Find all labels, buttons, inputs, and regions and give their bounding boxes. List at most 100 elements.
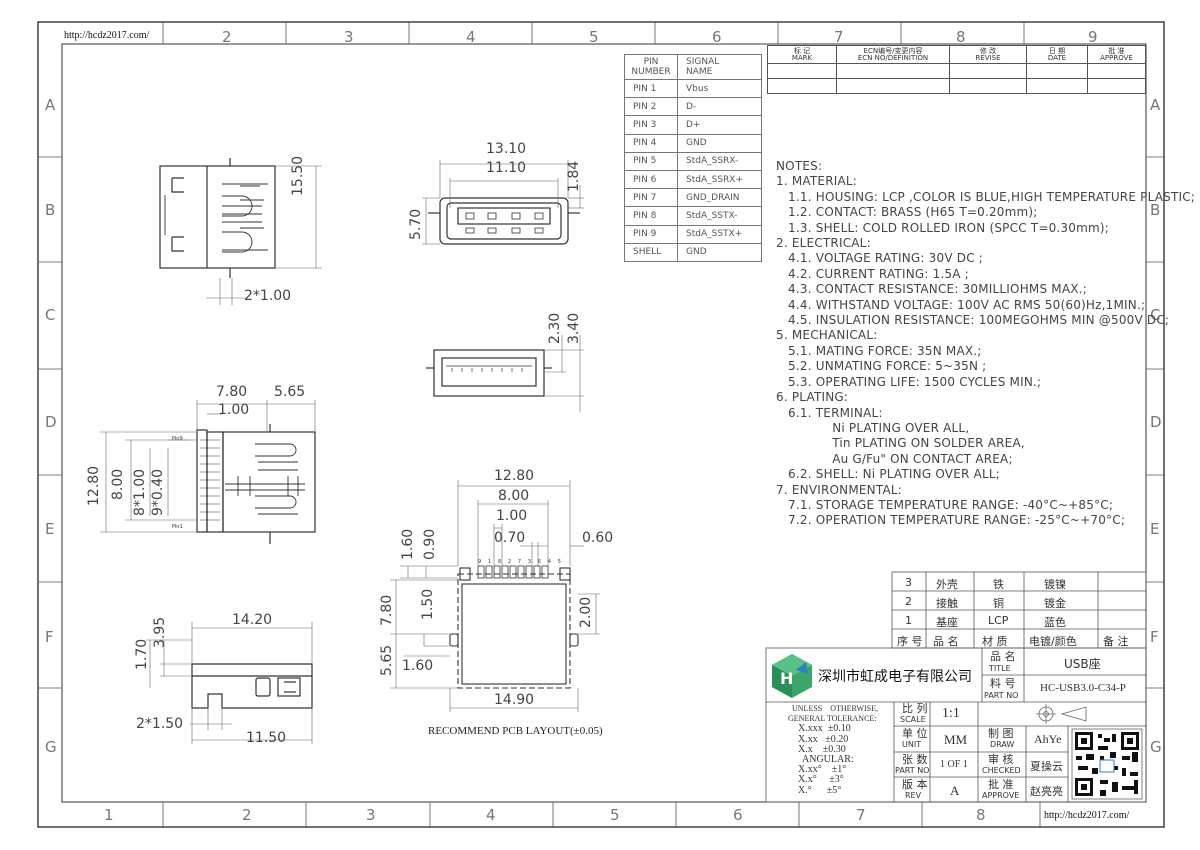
top-view — [159, 158, 322, 305]
signal-name: GND — [677, 242, 762, 262]
bom-cell: 镀镍 — [1044, 578, 1066, 591]
signal-header: NAME — [686, 67, 713, 77]
dimension-label: 2*1.50 — [136, 716, 184, 732]
dimension-label: 12.80 — [86, 465, 102, 506]
bom-cell: 接触 — [936, 597, 958, 610]
dimension-label: 5.65 — [274, 384, 306, 400]
zone-col-bottom: 8 — [976, 806, 986, 824]
zone-col-top: 9 — [1088, 28, 1098, 46]
rear-view — [426, 335, 584, 412]
zone-col-top: 3 — [344, 28, 354, 46]
zone-col-top: 4 — [466, 28, 476, 46]
pin-number: PIN 1 — [624, 78, 678, 99]
notes-line: Ni PLATING OVER ALL, — [776, 420, 970, 435]
zone-col-top: 8 — [956, 28, 966, 46]
notes-line: 4.4. WITHSTAND VOLTAGE: 100V AC RMS 50(6… — [776, 297, 1146, 312]
rev-value: A — [950, 783, 960, 798]
dimension-label: 5.65 — [379, 644, 395, 676]
tolerance-line: GENERAL TOLERANCE: — [788, 714, 877, 724]
dimension-label: 8.00 — [498, 488, 530, 504]
dimension-label: 1.50 — [420, 588, 436, 620]
revision-approve-header: APPROVE — [1100, 53, 1133, 62]
bom-cell: 铜 — [993, 597, 1004, 610]
part-label-cn: 料 号 — [990, 677, 1016, 690]
rev-label-en: REV — [905, 791, 922, 800]
bom-cell: 1 — [905, 614, 912, 627]
bom-cell: 铁 — [993, 578, 1004, 591]
notes-line: 6.1. TERMINAL: — [776, 405, 883, 420]
pin-header: NUMBER — [631, 67, 671, 77]
zone-row-right: G — [1150, 738, 1162, 756]
pin-number: PIN 4 — [624, 133, 678, 153]
rev-label-cn: 版 本 — [902, 778, 928, 791]
company-name: 深圳市虹成电子有限公司 — [818, 669, 972, 685]
notes-line: 5.3. OPERATING LIFE: 1500 CYCLES MIN.; — [776, 374, 1042, 389]
approve-value: 赵亮亮 — [1030, 785, 1063, 798]
zone-row-left: D — [45, 413, 57, 431]
bom-header-cell: 备 注 — [1103, 635, 1129, 648]
zone-row-left: E — [45, 520, 55, 538]
tolerance-line: ANGULAR: — [802, 754, 854, 766]
bom-cell: 蓝色 — [1044, 616, 1066, 629]
sheet-label-cn: 张 数 — [902, 753, 928, 766]
zone-row-left: B — [45, 201, 56, 219]
unit-label-en: UNIT — [902, 740, 922, 749]
zone-col-bottom: 2 — [242, 806, 252, 824]
signal-name: GND — [677, 133, 762, 153]
revision-date-header: DATE — [1047, 53, 1067, 62]
tolerance-line: X.xx ±0.20 — [798, 733, 849, 745]
zone-col-top: 5 — [589, 28, 599, 46]
pin-mark: Pin1 — [172, 524, 183, 530]
signal-name: StdA_SSRX+ — [677, 169, 762, 190]
dimension-label: 0.90 — [422, 528, 438, 560]
bom-cell: 镀金 — [1044, 597, 1066, 610]
signal-name: StdA_SSTX+ — [677, 224, 762, 244]
zone-col-bottom: 4 — [486, 806, 496, 824]
dimension-label: 7.80 — [379, 594, 395, 626]
notes-line: 6. PLATING: — [776, 390, 849, 405]
pin-number: PIN 8 — [624, 206, 678, 226]
approve-label-en: APPROVE — [982, 791, 1020, 800]
tolerance-line: UNLESS OTHERWISE, — [792, 704, 878, 713]
dimension-label: 14.20 — [232, 612, 273, 628]
tolerance-line: X.xx° ±1° — [798, 764, 847, 776]
dimension-label: 9*0.40 — [150, 468, 166, 516]
url-bottom[interactable]: http://hcdz2017.com/ — [1044, 810, 1130, 821]
draw-value: AhYe — [1034, 732, 1062, 746]
zone-row-left: F — [45, 628, 54, 646]
notes-line: 1.1. HOUSING: LCP ,COLOR IS BLUE,HIGH TE… — [776, 189, 1196, 204]
sheet-label-en: PART NO — [895, 766, 930, 775]
signal-name: D- — [677, 97, 762, 117]
zone-col-top: 6 — [712, 28, 722, 46]
unit-label-cn: 单 位 — [902, 727, 928, 740]
dimension-label: 3.95 — [152, 616, 168, 648]
bom-cell: 基座 — [936, 616, 958, 629]
notes-line: 5.2. UNMATING FORCE: 5~35N ; — [776, 359, 987, 374]
notes-line: 1.3. SHELL: COLD ROLLED IRON (SPCC T=0.3… — [776, 220, 1109, 235]
dimension-label: 12.80 — [494, 468, 535, 484]
url-top[interactable]: http://hcdz2017.com/ — [64, 30, 150, 41]
zone-col-bottom: 5 — [610, 806, 620, 824]
dimension-label: 11.50 — [246, 730, 287, 746]
sheet-value: 1 OF 1 — [940, 759, 968, 770]
revision-approve-header: 批 准 — [1108, 46, 1125, 55]
draw-label-en: DRAW — [990, 740, 1015, 749]
notes-line: 7. ENVIRONMENTAL: — [776, 482, 902, 497]
dimension-label: 1.00 — [218, 402, 250, 418]
title-label-cn: 品 名 — [990, 650, 1016, 663]
pin-number: SHELL — [624, 242, 678, 262]
notes-line: 6.2. SHELL: Ni PLATING OVER ALL; — [776, 467, 1000, 482]
signal-name: Vbus — [677, 78, 762, 99]
bom-cell: 3 — [905, 576, 912, 589]
bom-header-cell: 材 质 — [982, 635, 1008, 648]
zone-row-left: G — [45, 738, 57, 756]
check-value: 夏操云 — [1030, 760, 1063, 773]
revision-row — [767, 78, 1146, 94]
revision-date-header: 日 期 — [1048, 46, 1066, 55]
